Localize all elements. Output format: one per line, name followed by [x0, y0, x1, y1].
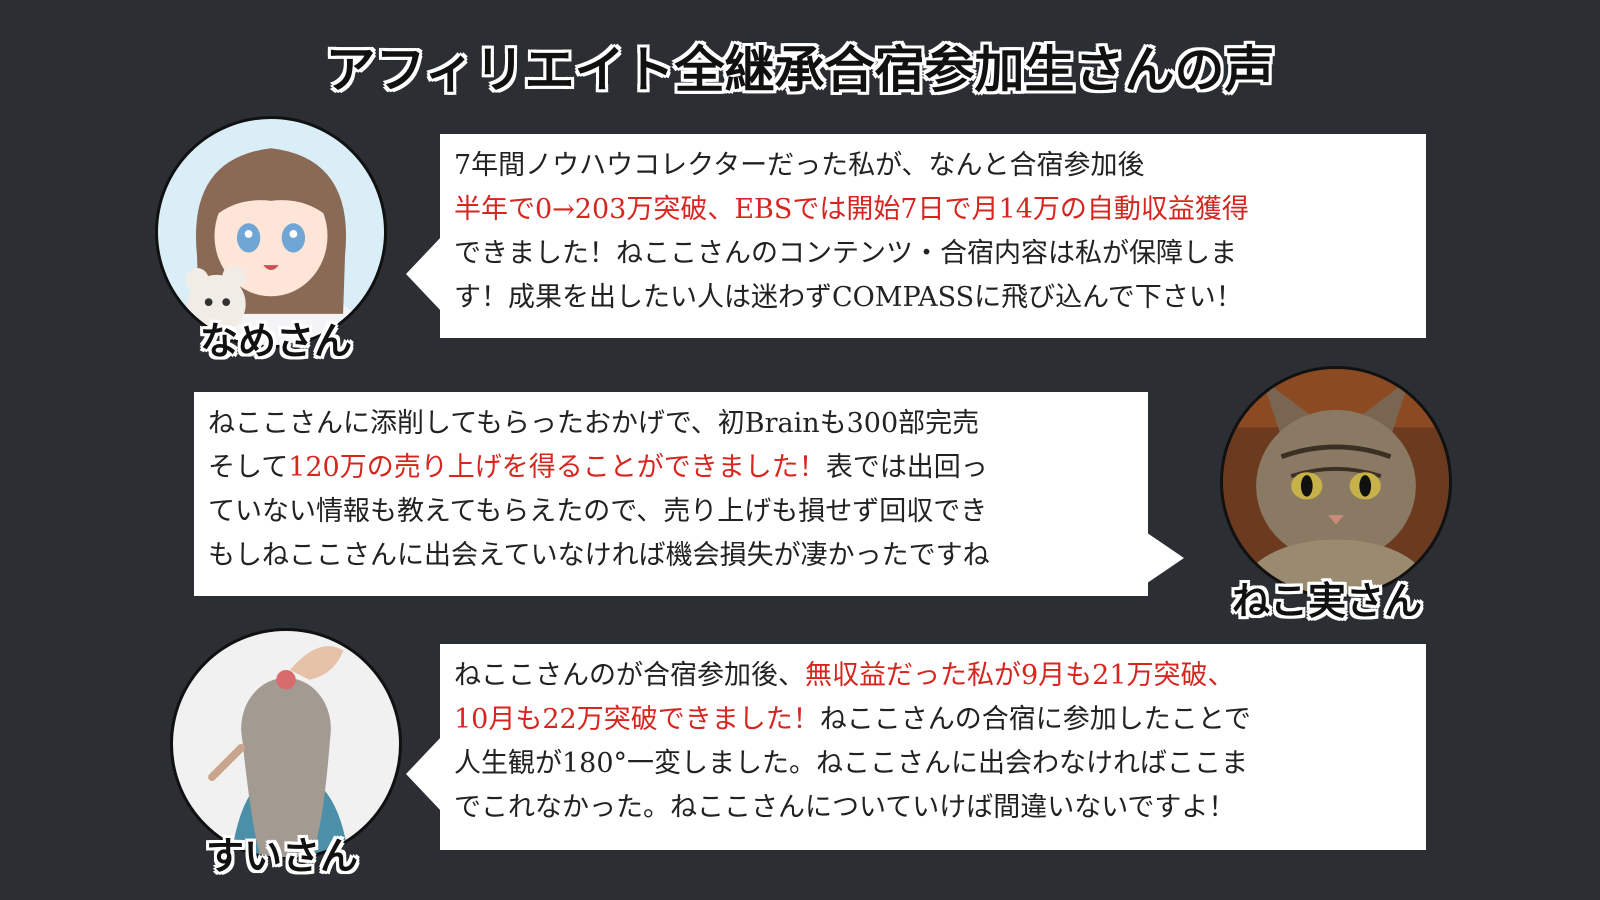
page-title: アフィリエイト全継承合宿参加生さんの声 — [325, 41, 1275, 99]
testimonial-line: 半年で0→203万突破、EBSでは開始7日で月14万の自動収益獲得 — [454, 188, 1412, 232]
testimonial-bubble: ねここさんのが合宿参加後、無収益だった私が9月も21万突破、10月も22万突破で… — [440, 644, 1426, 850]
body-text: でこれなかった。ねここさんについていけば間違いないですよ！ — [454, 792, 1236, 823]
testimonial-line: 7年間ノウハウコレクターだった私が、なんと合宿参加後 — [454, 144, 1412, 188]
body-text: 7年間ノウハウコレクターだった私が、なんと合宿参加後 — [454, 150, 1145, 181]
testimonial-line: ねここさんのが合宿参加後、無収益だった私が9月も21万突破、 — [454, 654, 1412, 698]
body-text: ねここさんの合宿に参加したことで — [819, 704, 1251, 735]
speech-bubble-tail — [406, 236, 442, 312]
highlight-text: 無収益だった私が9月も21万突破、 — [805, 660, 1235, 691]
body-text: ねここさんのが合宿参加後、 — [454, 660, 805, 691]
testimonial-line: ねここさんに添削してもらったおかげで、初Brainも300部完売 — [208, 402, 1134, 446]
body-text: そして — [208, 452, 289, 483]
body-text: す！成果を出したい人は迷わずCOMPASSに飛び込んで下さい！ — [454, 282, 1243, 313]
testimonial-line: できました！ねここさんのコンテンツ・合宿内容は私が保障しま — [454, 232, 1412, 276]
testimonial-name: すいさん — [206, 834, 359, 878]
body-text: ていない情報も教えてもらえたので、売り上げも損せず回収でき — [208, 496, 988, 527]
highlight-text: 120万の売り上げを得ることができました！ — [288, 452, 826, 483]
illustrated-girl-avatar-icon — [173, 631, 399, 857]
body-text: 表では出回っ — [825, 452, 988, 483]
speech-bubble-tail — [406, 736, 442, 812]
anime-girl-avatar-icon — [158, 119, 384, 345]
body-text: できました！ねここさんのコンテンツ・合宿内容は私が保障しま — [454, 238, 1237, 269]
avatar-sui — [170, 628, 402, 860]
testimonial-line: す！成果を出したい人は迷わずCOMPASSに飛び込んで下さい！ — [454, 276, 1412, 320]
avatar-neko — [1220, 366, 1452, 598]
testimonial-line: そして120万の売り上げを得ることができました！表では出回っ — [208, 446, 1134, 490]
testimonial-line: でこれなかった。ねここさんについていけば間違いないですよ！ — [454, 786, 1412, 830]
body-text: ねここさんに添削してもらったおかげで、初Brainも300部完売 — [208, 408, 980, 439]
testimonial-line: 人生観が180°一変しました。ねここさんに出会わなければここま — [454, 742, 1412, 786]
testimonial-name: ねこ実さん — [1232, 579, 1423, 623]
body-text: 人生観が180°一変しました。ねここさんに出会わなければここま — [454, 748, 1249, 779]
testimonial-name: なめさん — [200, 319, 353, 363]
highlight-text: 10月も22万突破できました！ — [454, 704, 820, 735]
testimonial-line: ていない情報も教えてもらえたので、売り上げも損せず回収でき — [208, 490, 1134, 534]
testimonial-line: 10月も22万突破できました！ねここさんの合宿に参加したことで — [454, 698, 1412, 742]
body-text: もしねここさんに出会えていなければ機会損失が凄かったですね — [208, 540, 990, 571]
highlight-text: 半年で0→203万突破、EBSでは開始7日で月14万の自動収益獲得 — [454, 194, 1249, 225]
testimonial-line: もしねここさんに出会えていなければ機会損失が凄かったですね — [208, 534, 1134, 578]
testimonial-bubble: 7年間ノウハウコレクターだった私が、なんと合宿参加後半年で0→203万突破、EB… — [440, 134, 1426, 338]
testimonial-bubble: ねここさんに添削してもらったおかげで、初Brainも300部完売そして120万の… — [194, 392, 1148, 596]
cat-avatar-icon — [1223, 369, 1449, 595]
avatar-name — [155, 116, 387, 348]
